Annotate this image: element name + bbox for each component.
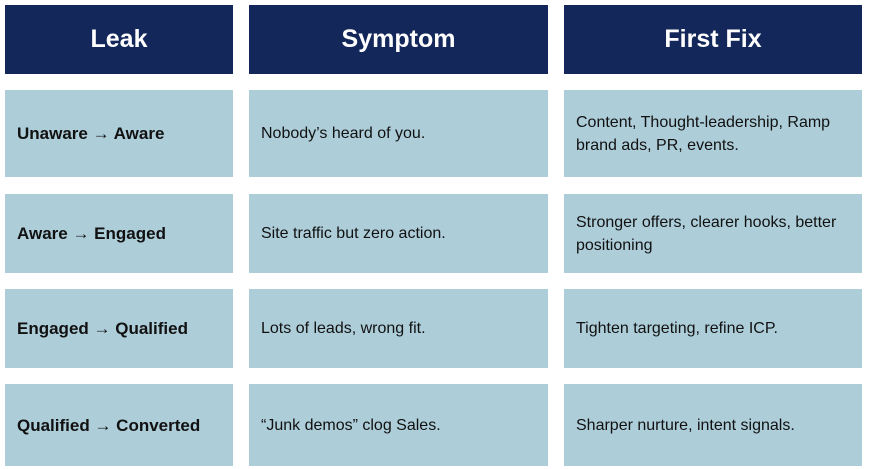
leak-cell: Aware → Engaged xyxy=(5,194,233,273)
first-fix-cell: Stronger offers, clearer hooks, better p… xyxy=(564,194,862,273)
symptom-cell: Site traffic but zero action. xyxy=(249,194,548,273)
first-fix-cell: Content, Thought-leadership, Ramp brand … xyxy=(564,90,862,177)
leak-cell: Engaged → Qualified xyxy=(5,289,233,368)
symptom-cell: “Junk demos” clog Sales. xyxy=(249,384,548,466)
leak-cell: Unaware → Aware xyxy=(5,90,233,177)
symptom-cell: Nobody’s heard of you. xyxy=(249,90,548,177)
leak-cell: Qualified → Converted xyxy=(5,384,233,466)
symptom-cell: Lots of leads, wrong fit. xyxy=(249,289,548,368)
header-first-fix: First Fix xyxy=(564,5,862,74)
first-fix-cell: Sharper nurture, intent signals. xyxy=(564,384,862,466)
first-fix-cell: Tighten targeting, refine ICP. xyxy=(564,289,862,368)
header-symptom: Symptom xyxy=(249,5,548,74)
header-leak: Leak xyxy=(5,5,233,74)
